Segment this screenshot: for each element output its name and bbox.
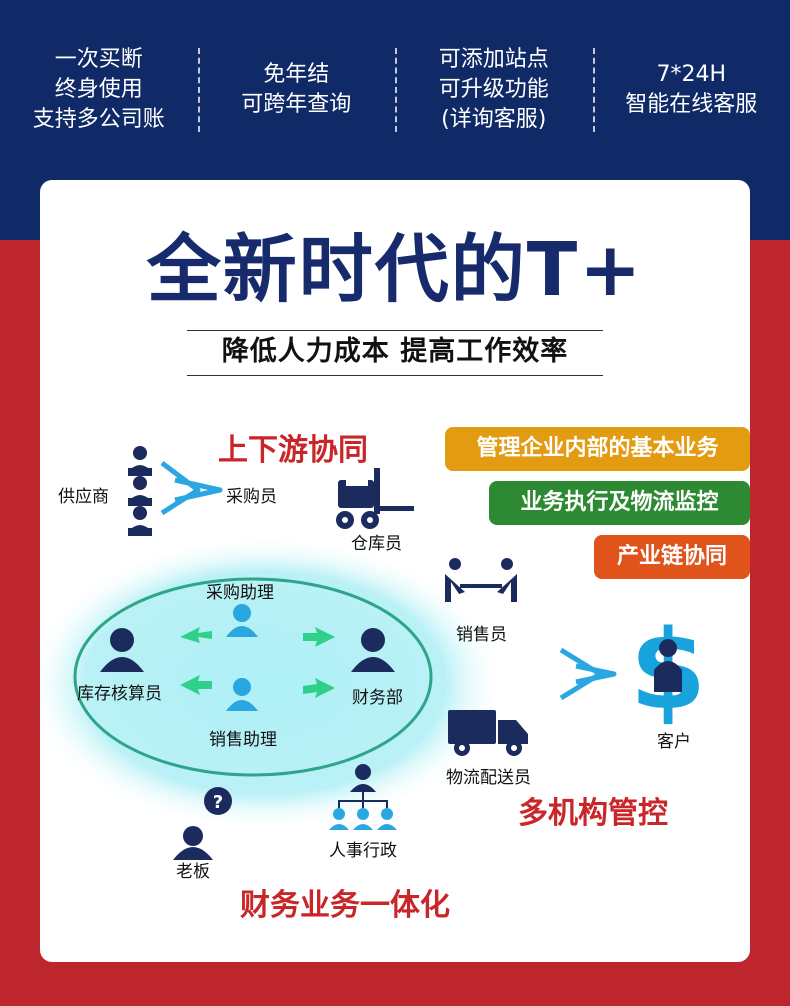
feature-line: 可升级功能 [438,77,549,102]
label-logistics: 物流配送员 [446,768,531,788]
feature-support: 7*24H 智能在线客服 [592,40,790,140]
arrow-supplier-to-purchaser [160,461,223,516]
salesperson-icon [445,558,517,602]
feature-extend: 可添加站点 可升级功能 (详询客服) [395,40,593,140]
heading-multi-org: 多机构管控 [518,796,668,831]
sales-assistant-icon [226,678,258,711]
feature-no-yearend: 免年结 可跨年查询 [197,40,396,140]
feature-line: 7*24H [656,62,727,87]
svg-text:?: ? [213,792,223,813]
glow-ellipse [40,535,505,831]
label-purchase-assistant: 采购助理 [206,583,274,603]
label-finance-dept: 财务部 [352,688,403,708]
arrow-to-customer [559,647,617,701]
tag-internal-business: 管理企业内部的基本业务 [445,427,750,471]
label-inventory-accountant: 库存核算员 [77,684,162,704]
feature-buyout: 一次买断 终身使用 支持多公司账 [0,40,198,140]
cycle-arrows [180,627,335,698]
feature-line: 一次买断 [54,47,143,72]
label-purchaser: 采购员 [226,487,277,507]
hr-team-icon [329,808,397,830]
content-card: $ ? [40,180,750,962]
tag-supply-chain: 产业链协同 [594,535,750,579]
page-title: 全新时代的T+ [146,227,644,313]
heading-upstream: 上下游协同 [218,433,368,468]
supplier-icon [128,446,152,536]
feature-line: 免年结 [263,62,330,87]
hr-org-icon [338,764,388,808]
label-salesperson: 销售员 [456,625,507,645]
label-warehouse: 仓库员 [351,534,402,554]
page-subtitle: 降低人力成本 提高工作效率 [187,330,603,376]
purchase-assistant-icon [226,604,258,637]
inventory-accountant-icon [100,628,144,672]
dollar-icon: $ [630,606,707,734]
feature-line: 可添加站点 [438,47,549,72]
feature-line: 可跨年查询 [241,92,352,117]
label-sales-assistant: 销售助理 [209,730,277,750]
tag-logistics-monitor: 业务执行及物流监控 [489,481,750,525]
feature-line: 智能在线客服 [625,92,758,117]
label-boss: 老板 [176,862,210,882]
feature-strip: 一次买断 终身使用 支持多公司账 免年结 可跨年查询 可添加站点 可升级功能 (… [0,40,790,140]
label-supplier: 供应商 [58,487,109,507]
finance-dept-icon [351,628,395,672]
label-customer: 客户 [657,732,691,752]
boss-icon: ? [173,787,232,860]
label-hr-admin: 人事行政 [329,841,397,861]
feature-line: 终身使用 [54,77,143,102]
feature-line: (详询客服) [441,107,547,132]
diagram-graphics: $ ? [40,446,707,860]
truck-icon [448,710,528,756]
feature-line: 支持多公司账 [32,107,165,132]
forklift-icon [336,468,414,529]
ring-ellipse [73,577,433,777]
heading-finance: 财务业务一体化 [240,888,450,923]
